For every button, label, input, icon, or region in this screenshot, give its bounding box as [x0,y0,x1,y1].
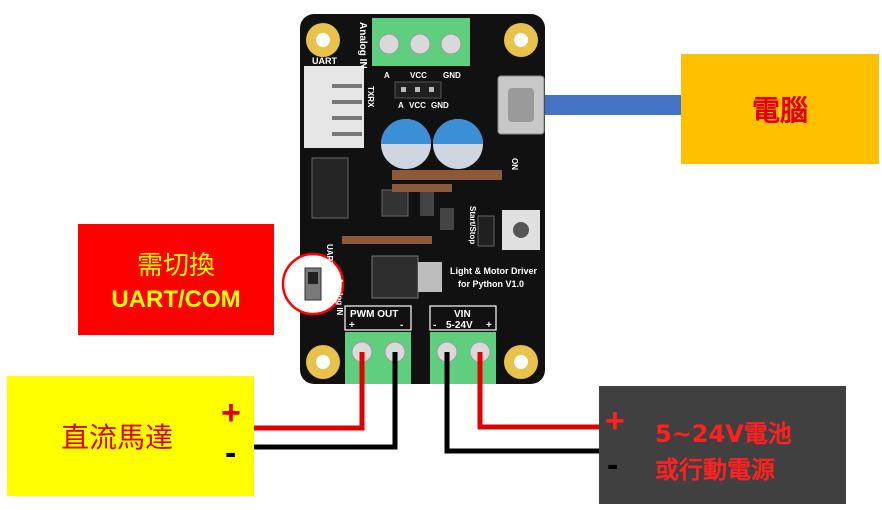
pin-gnd-label: GND [443,71,461,80]
vin-label: VIN [454,309,471,320]
txrx-label: TXRX [366,86,375,108]
analog-in-bottom-label: Analog IN [335,278,344,316]
usb-cable [538,95,684,115]
power-plus-sign: + [605,402,625,440]
silkscreen: Analog IN UART TXRX A VCC GND A VCC GND … [312,22,537,331]
uart-com-label: UART/COM [325,244,334,287]
analog-in-label: Analog IN [357,22,368,69]
uart-label: UART [312,56,337,66]
dc-motor-box: 直流馬達 + - [7,376,254,496]
ic-chips [311,157,502,299]
pc-box: 電腦 [681,54,879,164]
switch-note-line1: 需切換 [136,251,215,281]
vin-minus-label: - [433,320,436,331]
vin-plus-label: + [486,320,492,331]
motor-minus-sign: - [225,434,237,472]
analog-header [394,81,442,99]
uart-connector [304,66,364,148]
usb-c-port [497,75,545,135]
vin-terminal [430,332,496,384]
pin-gnd-label-2: GND [431,101,449,110]
power-black-wire [444,352,599,454]
power-minus-sign: - [607,446,619,484]
capacitors [381,119,483,169]
motor-label: 直流馬達 [61,421,174,454]
motor-black-wire [254,352,398,450]
power-label-line1: 5~24V電池 [655,420,792,448]
motor-plus-sign: + [221,394,241,432]
power-source-box: + - 5~24V電池 或行動電源 [599,386,846,504]
power-red-wire [477,352,599,430]
pwm-minus-label: - [400,320,403,331]
pin-a-label: A [384,71,390,80]
pwm-plus-label: + [349,320,355,331]
power-label-line2: 或行動電源 [655,456,775,484]
start-stop-button [477,210,540,250]
start-stop-label: Start/Stop [468,206,477,244]
switch-note-box: 需切換 UART/COM [78,224,274,335]
uart-com-switch [281,252,345,316]
pin-vcc-label-2: VCC [409,101,426,110]
switch-note-line2: UART/COM [111,286,241,313]
mounting-holes [306,23,538,379]
on-label: ON [510,158,519,170]
pwm-out-terminal [345,332,411,384]
pin-a-label-2: A [398,101,404,110]
vin-range-label: 5-24V [446,320,473,331]
pin-vcc-label: VCC [410,71,427,80]
analog-terminal-block [372,18,470,66]
pc-label: 電腦 [751,94,808,127]
board-name-line2: for Python V1.0 [458,279,524,289]
pwm-out-label: PWM OUT [350,309,398,320]
motor-red-wire [254,352,365,431]
switch-highlight-circle [281,252,345,316]
board-name-line1: Light & Motor Driver [450,266,537,276]
